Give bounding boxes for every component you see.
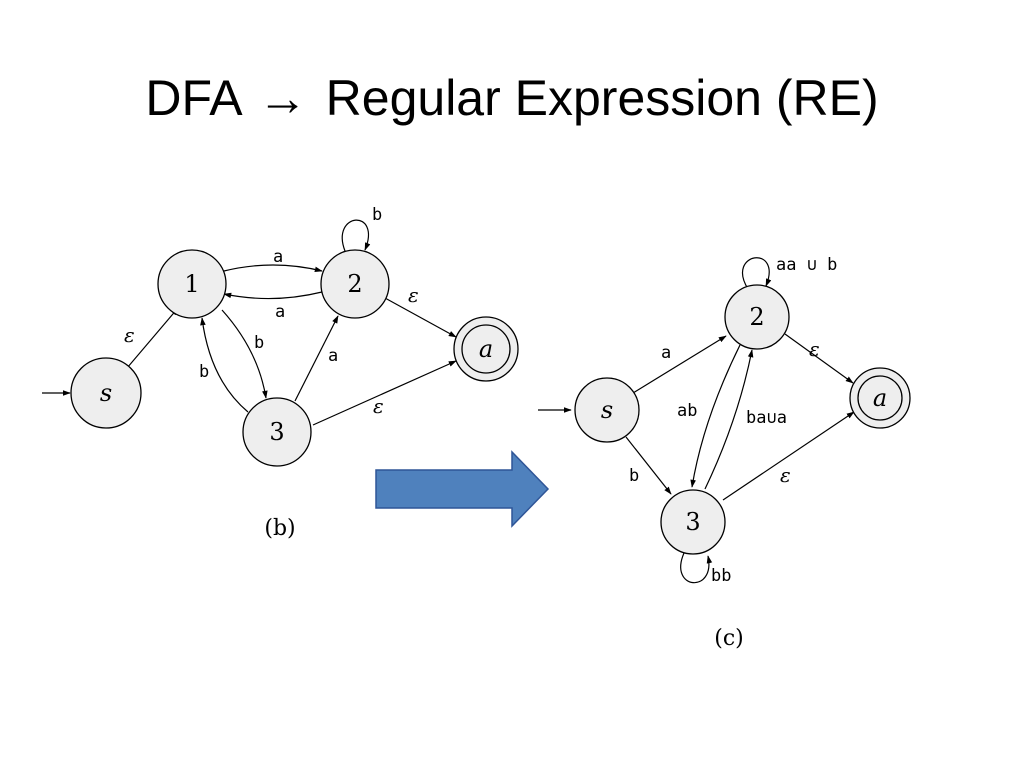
svg-text:s: s (100, 379, 112, 407)
label-b-1-to-3: b (254, 333, 264, 353)
slide-title: DFA → Regular Expression (RE) (0, 62, 1024, 134)
label-c-3-to-2: ba∪a (746, 408, 787, 428)
label-c-2-to-3: ab (677, 401, 697, 421)
caption-c: (c) (714, 626, 744, 651)
label-b-3-to-accept: ε (373, 394, 384, 418)
state-b-3: 3 (242, 397, 312, 467)
state-c-s: s (574, 377, 640, 443)
label-c-s-to-2: a (661, 343, 671, 363)
state-b-2: 2 (320, 249, 390, 319)
label-c-2-to-accept: ε (809, 337, 820, 361)
edge-c-s-to-3 (625, 436, 672, 495)
edge-2-to-1 (223, 291, 323, 300)
label-c-s-to-3: b (629, 466, 639, 486)
label-b-2-loop: b (372, 205, 382, 225)
edge-c-s-to-2 (632, 335, 727, 394)
label-c-3-to-accept: ε (780, 463, 791, 487)
label-b-3-to-1: b (199, 362, 209, 382)
title-regular-expression: Regular Expression (RE) (325, 70, 879, 126)
label-b-3-to-2: a (328, 346, 338, 366)
title-dfa: DFA (145, 70, 240, 126)
edge-2-loop (341, 219, 371, 252)
transform-arrow-icon (375, 450, 550, 528)
state-c-2: 2 (724, 284, 790, 350)
svg-text:2: 2 (347, 270, 362, 298)
title-arrow-icon: → (257, 70, 308, 126)
label-c-3-loop: bb (711, 566, 731, 586)
edge-1-to-3 (221, 309, 268, 399)
edge-c-2-to-accept (784, 333, 854, 384)
edge-c-2-loop (741, 257, 772, 290)
state-b-accept: a (453, 316, 519, 382)
label-b-1-to-2: a (273, 247, 283, 267)
svg-text:1: 1 (184, 270, 199, 298)
edge-2-to-accept (384, 297, 457, 338)
svg-text:3: 3 (685, 508, 700, 536)
diagram-b: ε a a b b b a ε ε s 1 2 3 a (b) (42, 205, 519, 541)
edge-c-3-to-2 (704, 349, 754, 490)
state-c-accept: a (849, 367, 911, 429)
svg-text:3: 3 (269, 418, 284, 446)
state-c-3: 3 (660, 489, 726, 555)
label-b-s-to-1: ε (124, 323, 135, 347)
label-b-2-to-1: a (275, 302, 285, 322)
edge-c-3-to-accept (722, 411, 855, 501)
svg-text:a: a (873, 384, 887, 412)
edge-c-2-to-3 (690, 344, 741, 488)
edge-3-to-2 (294, 315, 339, 402)
svg-text:a: a (479, 335, 493, 363)
edge-1-to-2 (223, 264, 323, 273)
edge-s-to-1 (126, 307, 179, 369)
diagram-c: a b aa ∪ b ab ba∪a bb ε ε s 2 3 a (c) (538, 255, 911, 651)
edge-c-3-loop (680, 552, 713, 584)
label-b-2-to-accept: ε (408, 283, 419, 307)
svg-text:s: s (601, 396, 613, 424)
state-b-s: s (70, 357, 142, 429)
caption-b: (b) (264, 516, 295, 541)
edge-3-to-accept (312, 360, 457, 426)
label-c-2-loop: aa ∪ b (776, 255, 837, 275)
edge-3-to-1 (200, 317, 249, 413)
state-b-1: 1 (157, 249, 227, 319)
svg-text:2: 2 (749, 303, 764, 331)
